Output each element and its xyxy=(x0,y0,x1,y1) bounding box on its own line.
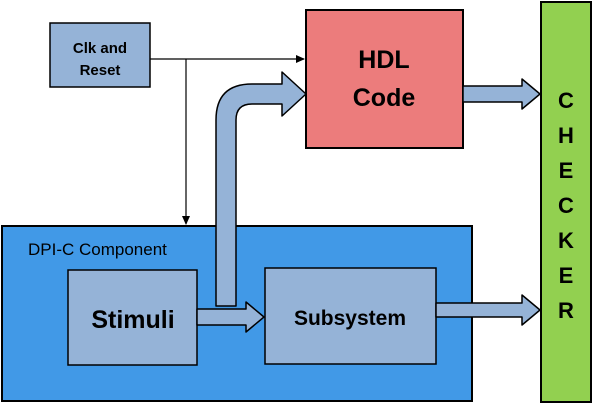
clk-reset-label-line1: Clk and xyxy=(73,40,127,57)
checker-letter: R xyxy=(558,298,574,323)
hdl-code-box xyxy=(305,9,464,149)
hdl-code-label-line2: Code xyxy=(353,84,416,112)
checker-box xyxy=(540,1,592,403)
hdl-to-checker-arrow xyxy=(462,78,541,110)
dpi-component-label: DPI-C Component xyxy=(28,240,167,259)
checker-letter: H xyxy=(558,123,574,148)
subsystem-to-checker-arrow xyxy=(435,294,541,326)
stimuli-label: Stimuli xyxy=(91,306,174,334)
stimuli-box xyxy=(67,269,198,366)
stimuli-to-hdl-arrow-body xyxy=(215,71,307,307)
subsystem-label: Subsystem xyxy=(294,307,406,330)
stimuli-to-subsystem-arrow xyxy=(196,301,265,333)
checker-letter: E xyxy=(559,158,574,183)
checker-letter: K xyxy=(558,228,574,253)
clk-reset-box xyxy=(49,22,151,88)
clk-reset-label-line2: Reset xyxy=(80,62,121,79)
checker-letter: C xyxy=(558,88,574,113)
hdl-code-label-line1: HDL xyxy=(358,46,409,74)
checker-letter: C xyxy=(558,193,574,218)
checker-letter: E xyxy=(559,263,574,288)
checker-label: C H E C K E R xyxy=(558,88,574,323)
